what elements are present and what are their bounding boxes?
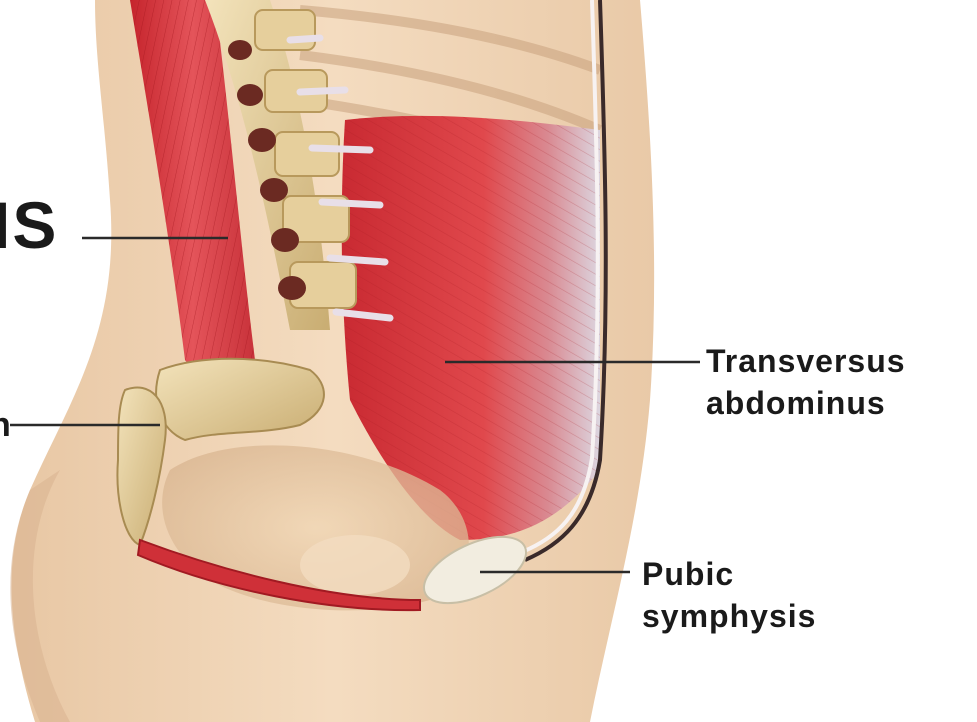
label-sacrum-line: n bbox=[0, 405, 12, 445]
label-pubic-symphysis-line-1: Pubic bbox=[642, 553, 816, 595]
label-pubic-symphysis-line-2: symphysis bbox=[642, 595, 816, 637]
label-transversus-line-2: abdominus bbox=[706, 382, 906, 424]
label-transversus-abdominus: Transversus abdominus bbox=[706, 340, 906, 424]
label-multifidus-line: IS bbox=[0, 190, 58, 260]
label-pubic-symphysis: Pubic symphysis bbox=[642, 553, 816, 637]
label-transversus-line-1: Transversus bbox=[706, 340, 906, 382]
label-sacrum: n bbox=[0, 405, 12, 445]
obturator-foramen bbox=[300, 535, 410, 595]
label-multifidus: IS bbox=[0, 190, 58, 260]
